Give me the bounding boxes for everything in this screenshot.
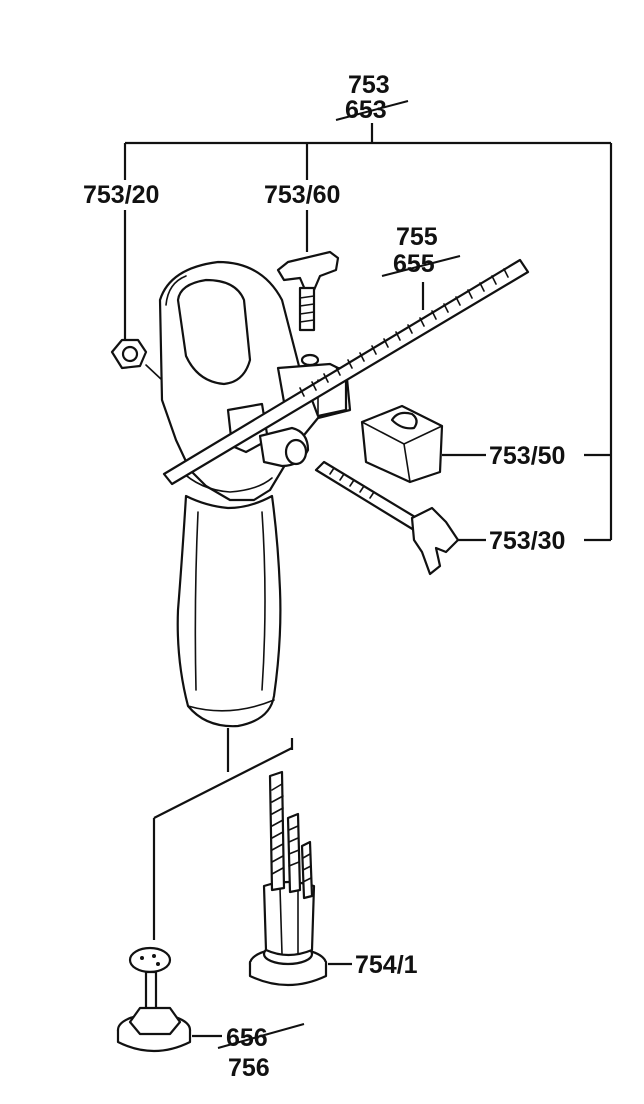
bracket-lower <box>152 728 294 940</box>
label-753-30: 753/30 <box>489 527 565 555</box>
label-653-struck: 653 <box>345 96 387 124</box>
wing-screw-753-60 <box>276 250 340 367</box>
depth-rod-755 <box>162 258 530 486</box>
strike-mark-655 <box>381 255 461 277</box>
label-656-struck: 656 <box>226 1024 268 1052</box>
label-753-60: 753/60 <box>264 181 340 209</box>
wing-bolt-753-30 <box>314 460 486 576</box>
label-754-1: 754/1 <box>355 951 418 979</box>
bracket-753 <box>123 123 613 542</box>
label-753-50: 753/50 <box>489 442 565 470</box>
label-753-20: 753/20 <box>83 181 159 209</box>
hex-nut-753-20 <box>110 338 163 381</box>
clamp-block-753-50 <box>360 404 486 484</box>
label-755: 755 <box>396 223 438 251</box>
label-753: 753 <box>348 71 390 99</box>
strike-mark-653 <box>335 100 409 121</box>
drill-bit-set-754-1 <box>248 770 352 987</box>
grip-handle <box>176 494 282 728</box>
depth-stop-756 <box>116 946 222 1052</box>
label-756: 756 <box>228 1054 270 1082</box>
strike-mark-656 <box>217 1023 305 1049</box>
